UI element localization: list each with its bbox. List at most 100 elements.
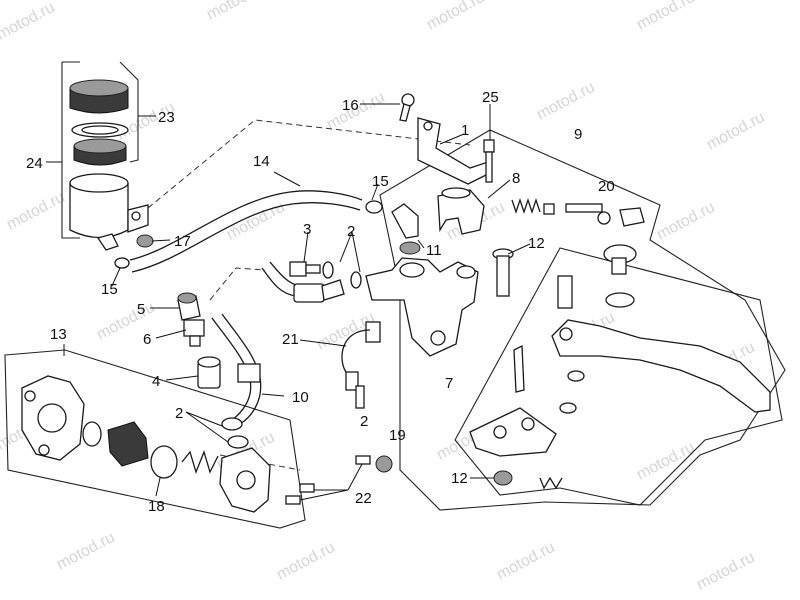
group-frames (4, 61, 786, 529)
callout-20: 20 (598, 178, 615, 195)
washer-2a (322, 261, 334, 279)
reservoir-gasket-inner (81, 125, 119, 135)
bushing-20 (619, 207, 645, 227)
pushrod (513, 344, 525, 393)
watermark: motod.ru (0, 0, 58, 44)
screw-19 (375, 455, 393, 473)
pipe-10 (211, 313, 262, 425)
callout-17: 17 (174, 233, 191, 250)
washer-2b (350, 271, 362, 289)
callout-21: 21 (282, 331, 299, 348)
leader-lines (46, 103, 531, 501)
callout-19: 19 (389, 427, 406, 444)
callout-23: 23 (158, 109, 175, 126)
washer-ring (605, 292, 635, 308)
callout-25: 25 (482, 89, 499, 106)
screw-16-shank (399, 103, 411, 122)
frame-part-23 (119, 61, 139, 163)
reservoir-bracket-hole (131, 211, 141, 221)
watermark: motod.ru (4, 189, 68, 234)
clamp-15-left (114, 257, 130, 269)
fittings (114, 93, 415, 269)
reservoir-diaphragm-top (73, 138, 127, 154)
callout-12-upper: 12 (528, 235, 545, 252)
watermark: motod.ru (654, 199, 718, 244)
nut-12-lower (493, 470, 513, 486)
watermark: motod.ru (54, 529, 118, 574)
watermark: motod.ru (694, 549, 758, 594)
callout-2-upper: 2 (347, 223, 355, 240)
callout-8: 8 (512, 170, 520, 187)
hose-14 (129, 190, 363, 273)
callout-2-low: 2 (175, 405, 183, 422)
callout-15-lower: 15 (101, 281, 118, 298)
pipe-fitting (261, 261, 345, 303)
callout-18: 18 (148, 498, 165, 515)
fitting-5 (177, 292, 201, 321)
banjo-fitting-11 (391, 203, 421, 255)
callout-15-upper: 15 (372, 173, 389, 190)
master-cylinder-body (365, 257, 479, 357)
callout-11: 11 (426, 242, 442, 259)
callout-1: 1 (461, 122, 469, 139)
watermark: motod.ru (224, 199, 288, 244)
pivot-bolt-12-upper (492, 248, 514, 297)
bolt-25 (483, 139, 495, 183)
callout-2-mid: 2 (360, 413, 368, 430)
switch-plate (469, 407, 557, 457)
frame-part-9 (379, 129, 786, 511)
reservoir-cap-top (69, 79, 129, 97)
fitting-4 (197, 356, 221, 389)
lever-assembly (469, 244, 771, 490)
reservoir-body-top (69, 173, 129, 193)
watermark: motod.ru (704, 109, 768, 154)
callout-10: 10 (292, 389, 309, 406)
dashed-line-mid (209, 267, 266, 301)
clutch-lever (551, 319, 771, 413)
callout-4: 4 (152, 373, 160, 390)
handlebar-clamp-8 (437, 187, 485, 235)
watermark: motod.ru (634, 439, 698, 484)
frame-part-7 (454, 247, 783, 506)
reservoir-outlet (96, 233, 119, 251)
callout-22: 22 (355, 490, 372, 507)
clamp-15-right (365, 200, 383, 214)
callout-16: 16 (342, 97, 359, 114)
screw-22b (299, 483, 315, 493)
watermark: motod.ru (494, 539, 558, 584)
circlip-b (559, 402, 577, 414)
washer-11 (399, 241, 421, 255)
spring-lower (539, 476, 563, 490)
dashed-line-top (147, 119, 471, 209)
callout-5: 5 (137, 301, 145, 318)
callout-6: 6 (143, 331, 151, 348)
banjo-bolt-3 (289, 261, 362, 289)
piston (107, 421, 149, 467)
screw-22a (355, 455, 371, 465)
bracket-hole (423, 121, 433, 131)
circlip-a (567, 370, 585, 382)
callout-9: 9 (574, 126, 582, 143)
seal-ring-1 (82, 421, 102, 447)
frame-part-24 (61, 61, 80, 239)
watermark: motod.ru (204, 0, 268, 24)
callouts: 1 2 2 2 3 4 5 6 7 8 9 10 11 12 12 13 14 … (26, 89, 615, 515)
callout-13: 13 (50, 326, 67, 343)
reservoir-assembly (69, 79, 149, 251)
nut-17 (136, 234, 154, 248)
callout-24: 24 (26, 155, 43, 172)
seal-18 (150, 445, 178, 479)
callout-12-lower: 12 (451, 470, 468, 487)
switch-21 (341, 321, 381, 409)
watermark: motod.ru (634, 0, 698, 34)
spring-18 (181, 450, 219, 474)
spring-20 (511, 197, 645, 227)
callout-3: 3 (303, 221, 311, 238)
pin (557, 275, 573, 309)
watermark: motod.ru (274, 539, 338, 584)
watermark: motod.ru (534, 79, 598, 124)
frame-part-13 (4, 349, 306, 529)
watermark: motod.ru (424, 0, 488, 34)
fitting-6 (183, 319, 205, 347)
